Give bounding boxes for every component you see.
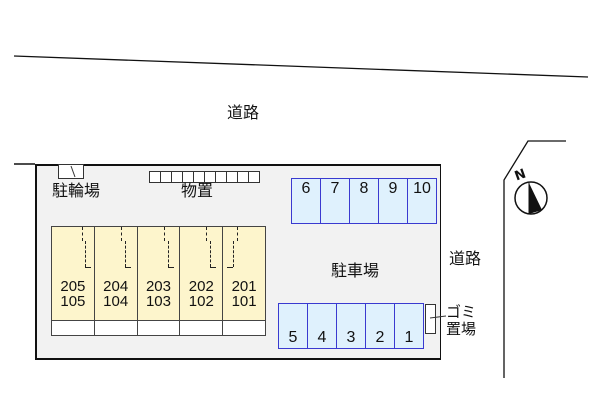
parking-row-bottom: 5 4 3 2 1	[278, 303, 424, 349]
bicycle-parking-box	[58, 164, 84, 179]
unit-upper-number: 202	[188, 278, 214, 295]
garbage-area-label: ゴミ 置場	[446, 303, 477, 338]
parking-space-10: 10	[407, 178, 437, 224]
parking-space-8: 8	[349, 178, 379, 224]
unit-lower-number: 101	[231, 293, 257, 310]
parking-space-7: 7	[320, 178, 350, 224]
unit-lower-number: 104	[103, 293, 129, 310]
north-compass: N	[510, 167, 550, 218]
parking-space-6: 6	[291, 178, 321, 224]
unit-lower-number: 103	[145, 293, 171, 310]
road-north-label: 道路	[227, 103, 260, 122]
compass-icon	[514, 181, 548, 215]
parking-space-5: 5	[278, 303, 308, 349]
parking-space-9: 9	[378, 178, 408, 224]
unit-upper-number: 205	[60, 278, 86, 295]
parking-space-4: 4	[307, 303, 337, 349]
car-parking-label: 駐車場	[331, 261, 380, 280]
parking-space-3: 3	[336, 303, 366, 349]
unit-upper-number: 201	[231, 278, 257, 295]
garbage-area-box	[425, 304, 436, 334]
unit-lower-number: 102	[188, 293, 214, 310]
unit-upper-number: 203	[145, 278, 171, 295]
storage-boxes	[149, 171, 260, 183]
parking-space-1: 1	[394, 303, 424, 349]
unit-lower-number: 105	[60, 293, 86, 310]
unit-upper-number: 204	[103, 278, 129, 295]
parking-space-2: 2	[365, 303, 395, 349]
storage-label: 物置	[181, 181, 214, 200]
bicycle-parking-label: 駐輪場	[52, 181, 101, 200]
parking-row-top: 6 7 8 9 10	[291, 178, 437, 224]
road-east-label: 道路	[449, 249, 482, 268]
